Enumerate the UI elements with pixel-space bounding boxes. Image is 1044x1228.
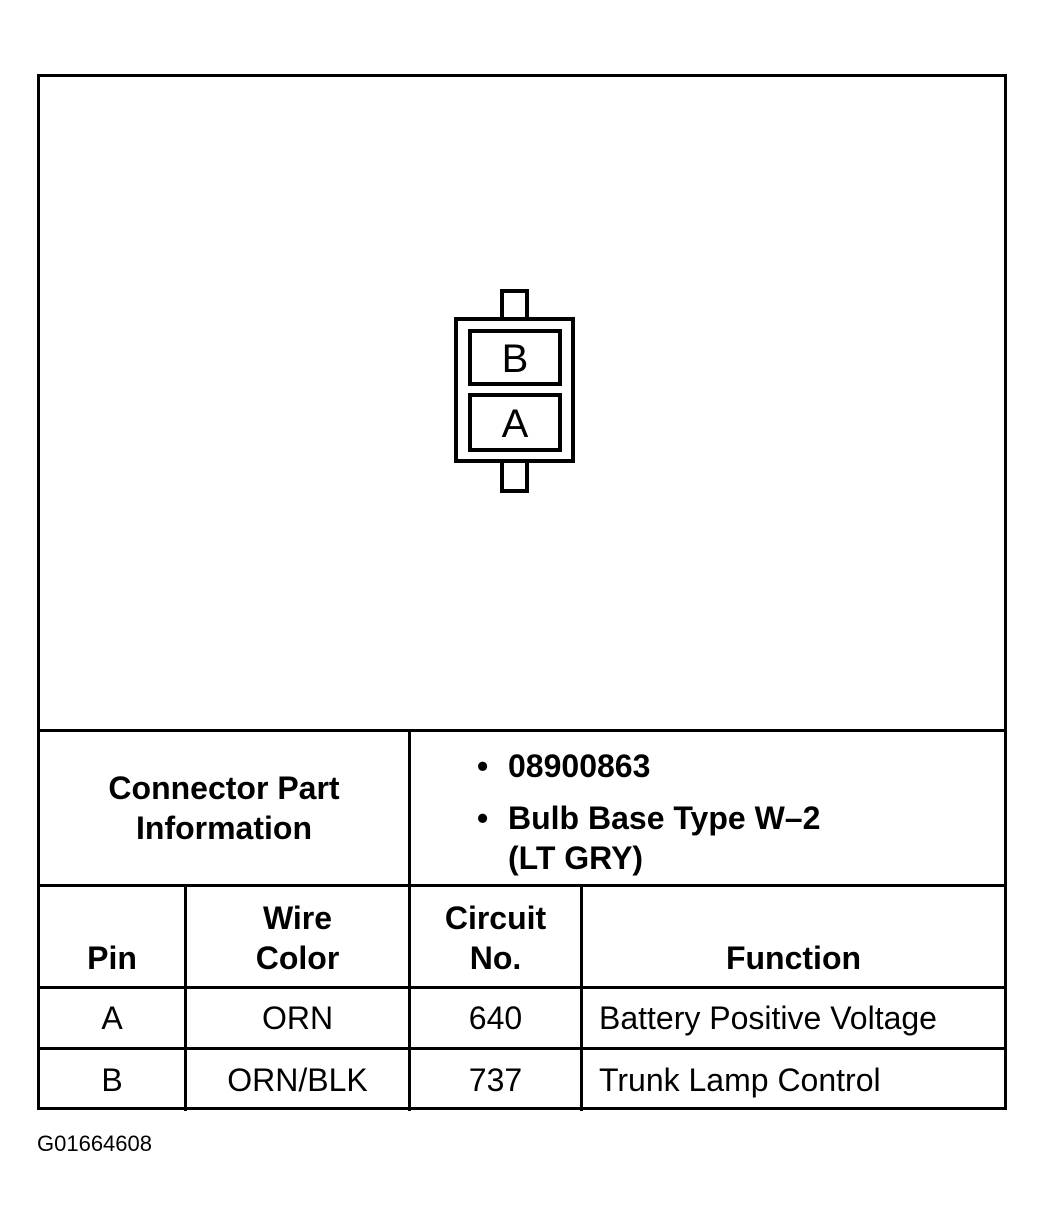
cell-wire-color: ORN/BLK (187, 1050, 411, 1111)
cavity-a (468, 393, 562, 452)
table-row: A ORN 640 Battery Positive Voltage (40, 989, 1004, 1050)
table-row: B ORN/BLK 737 Trunk Lamp Control (40, 1050, 1004, 1111)
header-wire-color: Wire Color (187, 887, 411, 986)
header-pin: Pin (40, 887, 187, 986)
header-function: Function (583, 887, 1004, 986)
cavity-a-label: A (502, 402, 529, 446)
cell-pin: B (40, 1050, 187, 1111)
cavity-b-label: B (502, 337, 529, 381)
diagram-frame: B A Connector Part Information • 0890086… (37, 74, 1007, 1111)
header-circuit-line1: Circuit (444, 900, 547, 936)
cell-function: Battery Positive Voltage (599, 999, 937, 1036)
header-circuit-line2: No. (469, 940, 522, 976)
table-header-row: Pin Wire Color Circuit No. Function (40, 887, 1004, 989)
pinout-table: Pin Wire Color Circuit No. Function A OR… (40, 887, 1004, 1111)
bulb-base-item: • Bulb Base Type W–2 (LT GRY) (411, 798, 868, 878)
header-function-label: Function (725, 940, 862, 976)
part-info-label: Connector Part Information (108, 770, 340, 846)
bullet-icon: • (477, 800, 489, 836)
header-pin-label: Pin (87, 940, 137, 976)
cavity-b (468, 329, 562, 386)
figure-id: G01664608 (37, 1131, 152, 1156)
cell-circuit: 737 (411, 1050, 583, 1111)
part-info-details-cell: • 08900863 • Bulb Base Type W–2 (LT GRY) (411, 732, 1004, 884)
connector-face-drawing: B A (454, 289, 575, 493)
cell-function: Trunk Lamp Control (599, 1062, 881, 1098)
part-number-item: • 08900863 (411, 746, 1004, 786)
bullet-icon: • (477, 748, 489, 784)
bulb-base-type: Bulb Base Type W–2 (LT GRY) (508, 800, 821, 876)
cell-circuit: 640 (411, 989, 583, 1047)
cell-pin: A (40, 989, 187, 1047)
part-number: 08900863 (508, 748, 651, 784)
header-wire-color-line1: Wire (262, 900, 333, 936)
connector-part-info-row: Connector Part Information • 08900863 • … (40, 732, 1004, 887)
part-info-label-cell: Connector Part Information (40, 732, 411, 884)
connector-bottom-tab (500, 457, 529, 493)
header-circuit-no: Circuit No. (411, 887, 583, 986)
cell-wire-color: ORN (187, 989, 411, 1047)
header-wire-color-line2: Color (255, 940, 340, 976)
header-circuit-no-label: Circuit No. (445, 898, 546, 978)
connector-top-tab (500, 289, 529, 323)
connector-diagram-area: B A (40, 77, 1004, 732)
header-wire-color-label: Wire Color (256, 898, 340, 978)
